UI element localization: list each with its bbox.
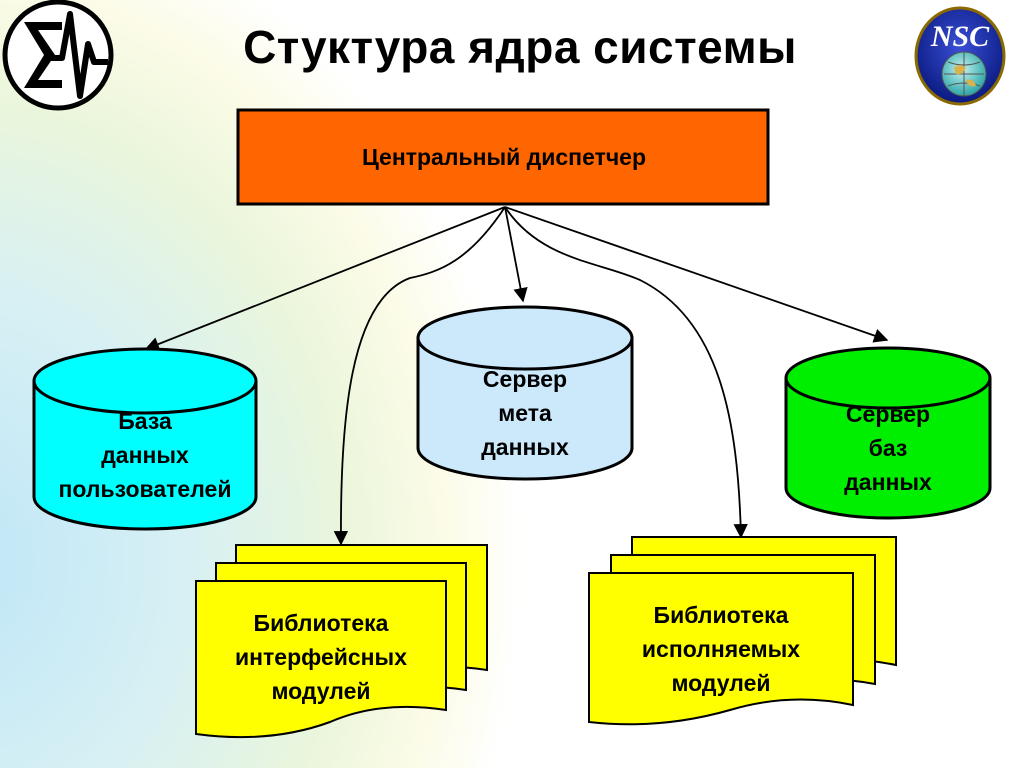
arrow-to-exec-lib xyxy=(504,206,748,539)
db-server-cylinder xyxy=(784,346,992,520)
user-db-label: База данных пользователей xyxy=(58,408,232,502)
nsc-logo-text: NSC xyxy=(930,20,990,53)
exec-lib-documents xyxy=(588,536,897,726)
central-dispatcher-box xyxy=(236,108,770,206)
user-db-cylinder xyxy=(32,347,258,531)
meta-server-label: Сервер мета данных xyxy=(481,366,569,460)
central-dispatcher-label: Центральный диспетчер xyxy=(361,143,647,170)
meta-server-cylinder xyxy=(416,305,634,481)
arrow-to-meta-server xyxy=(504,206,528,303)
interface-lib-documents xyxy=(195,544,488,739)
nsc-globe-logo-icon: NSC xyxy=(914,6,1006,106)
sigma-wave-logo-icon xyxy=(2,0,114,111)
db-server-label: Сервер баз данных xyxy=(844,401,932,495)
arrow-to-user-db xyxy=(144,206,506,351)
page-title: Стуктура ядра системы xyxy=(243,21,797,73)
exec-lib-label: Библиотека исполняемых модулей xyxy=(641,602,801,696)
interface-lib-label: Библиотека интерфейсных модулей xyxy=(234,610,407,704)
connector-arrows xyxy=(144,206,889,546)
arrow-to-interface-lib xyxy=(333,206,506,546)
arrow-to-db-server xyxy=(504,206,889,343)
